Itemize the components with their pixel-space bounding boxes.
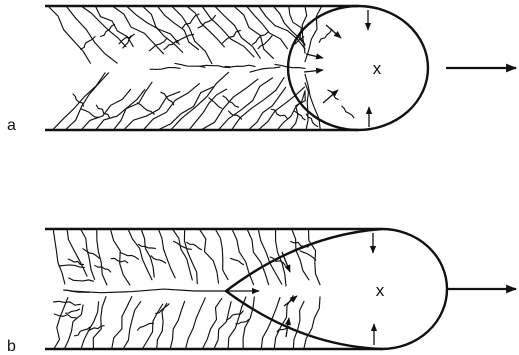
grain-boundary [48,6,90,63]
grain-boundary [54,314,76,318]
grain-boundary [53,229,65,284]
grain-boundary [142,304,163,349]
grain-boundary [95,266,111,273]
grain-boundary [93,297,106,349]
panel-a-growth-arrows [304,10,369,127]
grain-boundary [292,229,309,280]
grain-boundary [171,72,229,130]
grain-boundary [170,301,184,349]
grain-boundary [209,98,222,109]
grain-boundary [202,298,222,349]
grain-boundary [138,244,155,248]
grain-boundary [101,24,115,36]
grain-boundary [231,258,244,264]
grain-boundary [54,301,81,305]
grain-boundary [151,256,166,263]
grain-boundary [121,253,139,260]
grain-boundary [232,78,285,130]
grain-boundary [81,302,99,349]
grain-boundary [258,36,272,49]
grain-boundary [304,297,320,349]
panel-b-grains [53,229,320,349]
grain-boundary [175,63,205,67]
grain-boundary [305,6,322,62]
grain-boundary [113,82,152,130]
panel-b-label: b [7,338,16,355]
grain-boundary [137,103,154,114]
grain-boundary [201,79,258,130]
grain-boundary [250,67,280,72]
grain-boundary [69,278,94,281]
panel-a-center-mark: x [373,59,382,78]
panel-a-label: a [7,117,16,134]
grain-boundary [54,298,68,349]
panel-b-weld-bead-outline [45,229,447,349]
grain-boundary [199,229,218,283]
grain-boundary [124,92,180,130]
grain-boundary [275,64,305,68]
grain-boundary [126,6,179,44]
grain-boundary [158,229,175,278]
grain-boundary [66,309,80,313]
grain-boundary [110,229,129,285]
grain-boundary [81,37,96,49]
grain-boundary [300,251,316,260]
grain-boundary [186,298,206,349]
grain-boundary [293,301,304,349]
grain-boundary [138,323,154,330]
panel-b: x b [7,229,516,355]
panel-b-growth-arrows [228,233,374,345]
grain-boundary [248,87,285,130]
grain-boundary [218,78,272,130]
grain-boundary [225,65,255,67]
panel-b-pool-boundary [226,229,382,349]
grain-boundary [295,111,306,120]
grain-boundary [112,297,132,349]
grain-boundary [174,241,192,249]
grain-boundary [319,29,332,42]
grain-boundary [95,6,133,47]
grain-boundary [176,35,193,43]
grain-boundary [305,83,309,130]
panel-b-center-mark: x [376,281,385,300]
grain-boundary [342,106,354,118]
grain-boundary [81,6,126,47]
grain-boundary [59,265,85,268]
panel-a: x a [7,6,516,134]
grain-boundary [82,109,99,117]
grain-boundary [172,6,212,64]
grain-boundary [277,91,305,130]
grain-boundary [81,229,95,279]
grain-boundary [66,6,117,63]
grain-boundary [112,6,163,54]
centreline-grain-boundary [70,289,226,293]
grain-boundary [309,229,321,285]
grain-boundary [223,96,239,107]
grain-boundary [83,249,99,259]
grain-boundary [150,68,180,70]
